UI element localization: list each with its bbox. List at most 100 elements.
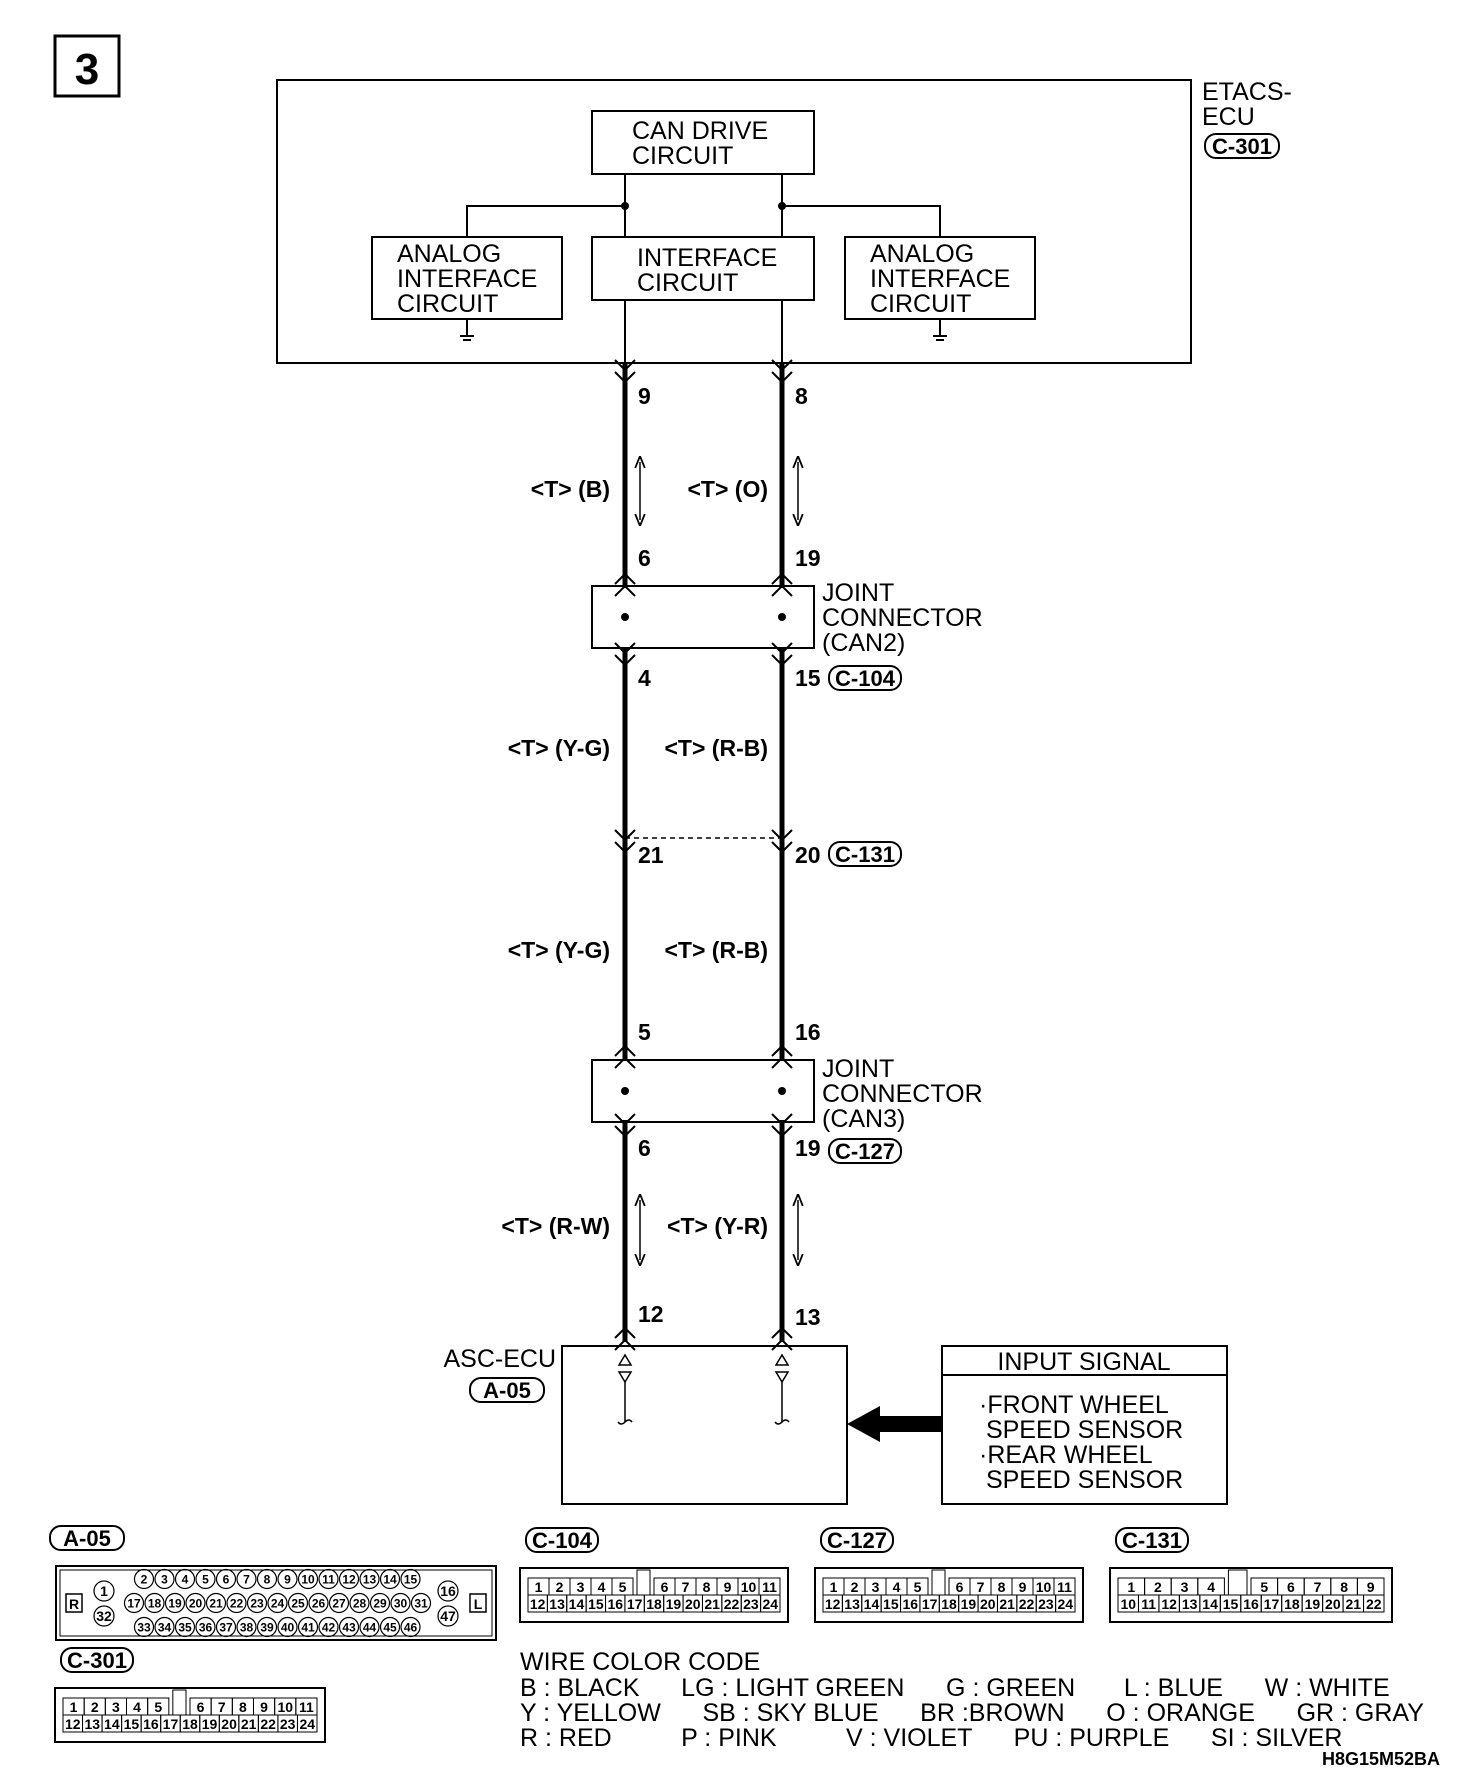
connector-pin: 26 xyxy=(312,1596,326,1610)
connector-pin: 15 xyxy=(588,1596,604,1612)
connector-pin: 3 xyxy=(1181,1579,1189,1595)
connector-pin: 14 xyxy=(569,1596,585,1612)
connector-side-marker: R xyxy=(69,1596,79,1612)
connector-pin: 17 xyxy=(627,1596,643,1612)
connector-pin: 5 xyxy=(202,1572,209,1586)
pin-j3-top-left: 5 xyxy=(638,1019,651,1045)
connector-pin: 14 xyxy=(864,1596,880,1612)
wire-s4-right: <T> (Y-R) xyxy=(667,1213,768,1239)
connector-pin: 44 xyxy=(363,1620,377,1634)
connector-pin: 9 xyxy=(1019,1579,1027,1595)
c104-tag: C-104 xyxy=(835,666,896,691)
connector-pin: 4 xyxy=(182,1572,189,1586)
connector-pin: 9 xyxy=(724,1579,732,1595)
pin-asc-left: 12 xyxy=(638,1301,664,1327)
connector-pin: 31 xyxy=(414,1596,428,1610)
connector-pin: 14 xyxy=(104,1716,120,1732)
connector-pin: 20 xyxy=(1325,1596,1341,1612)
connector-chevrons xyxy=(614,359,793,1351)
connector-pin: 16 xyxy=(143,1716,159,1732)
connector-title: C-131 xyxy=(1122,1528,1182,1553)
connector-pin: 4 xyxy=(598,1579,606,1595)
etacs-ecu-label: ETACS-ECU xyxy=(1202,78,1292,131)
connector-pin: 1 xyxy=(1127,1579,1135,1595)
connector-pin: 15 xyxy=(1223,1596,1239,1612)
connector-title: C-104 xyxy=(532,1528,593,1553)
connector-pin: 9 xyxy=(284,1572,291,1586)
connector-pin: 47 xyxy=(440,1608,456,1624)
connector-pin: 14 xyxy=(383,1572,397,1586)
connector-pin: 17 xyxy=(127,1596,141,1610)
connector-side-marker: L xyxy=(474,1596,483,1612)
connector-pin: 14 xyxy=(1202,1596,1218,1612)
connector-pin: 21 xyxy=(1346,1596,1362,1612)
connector-pin: 21 xyxy=(241,1716,257,1732)
wire-s3-right: <T> (R-B) xyxy=(665,937,769,963)
connector-pin: 7 xyxy=(218,1699,226,1715)
can-drive-circuit-box xyxy=(591,110,815,175)
connector-pin: 35 xyxy=(178,1620,192,1634)
connector-pin: 8 xyxy=(703,1579,711,1595)
etacs-connector-label: C-301 xyxy=(1212,134,1272,159)
connector-pin: 8 xyxy=(998,1579,1006,1595)
wire-s2-left: <T> (Y-G) xyxy=(508,735,610,761)
connector-pin: 23 xyxy=(280,1716,296,1732)
pin-etacs-left: 9 xyxy=(638,383,651,409)
connector-pin: 5 xyxy=(1260,1579,1268,1595)
connector-pin: 10 xyxy=(1120,1596,1136,1612)
connector-pin: 13 xyxy=(549,1596,565,1612)
connector-pin: 13 xyxy=(85,1716,101,1732)
connector-pin: 24 xyxy=(1058,1596,1074,1612)
connector-pin: 12 xyxy=(825,1596,841,1612)
connector-pin: 19 xyxy=(168,1596,182,1610)
connector-pin: 16 xyxy=(440,1583,456,1599)
connector-pin: 2 xyxy=(91,1699,99,1715)
connector-title: C-301 xyxy=(67,1648,127,1673)
wire-s3-left: <T> (Y-G) xyxy=(508,937,610,963)
connector-pin: 3 xyxy=(577,1579,585,1595)
pin-etacs-right: 8 xyxy=(795,383,808,409)
connector-pin: 4 xyxy=(893,1579,901,1595)
connector-pin: 12 xyxy=(530,1596,546,1612)
wire-s1-left: <T> (B) xyxy=(531,476,610,502)
input-signal-title: INPUT SIGNAL xyxy=(997,1348,1170,1376)
connector-pin: 7 xyxy=(243,1572,250,1586)
connector-pin: 13 xyxy=(844,1596,860,1612)
input-arrow-icon xyxy=(847,1406,942,1442)
asc-terminal-symbols xyxy=(617,1353,790,1425)
connector-pin: 27 xyxy=(332,1596,346,1610)
page-number: 3 xyxy=(75,45,99,94)
connector-pin: 16 xyxy=(607,1596,623,1612)
connector-pin: 11 xyxy=(322,1572,335,1586)
connector-pin: 42 xyxy=(322,1620,336,1634)
asc-ecu-block: ASC-ECU A-05 xyxy=(443,1345,942,1505)
connector-pin: 19 xyxy=(961,1596,977,1612)
connector-pin: 12 xyxy=(342,1572,356,1586)
pin-j2-bot-right: 15 xyxy=(795,665,821,691)
connector-pin: 24 xyxy=(763,1596,779,1612)
connector-pin: 15 xyxy=(124,1716,140,1732)
connector-pin: 34 xyxy=(158,1620,172,1634)
pin-c131-right: 20 xyxy=(795,842,821,868)
signal-direction-arrows xyxy=(640,462,798,1260)
input-signal-item-rear: ·REAR WHEEL SPEED SENSOR xyxy=(979,1441,1183,1494)
connector-pin: 18 xyxy=(941,1596,957,1612)
connector-pin: 24 xyxy=(271,1596,285,1610)
connector-pin: 16 xyxy=(902,1596,918,1612)
pin-j3-bot-left: 6 xyxy=(638,1135,651,1161)
connector-pin: 11 xyxy=(762,1579,777,1595)
connector-pin: 23 xyxy=(1038,1596,1054,1612)
connector-pin: 9 xyxy=(260,1699,268,1715)
connector-title: C-127 xyxy=(827,1528,887,1553)
connector-pin: 5 xyxy=(154,1699,162,1715)
connector-pin: 19 xyxy=(666,1596,682,1612)
connector-pin: 7 xyxy=(682,1579,690,1595)
connector-pin: 18 xyxy=(182,1716,198,1732)
connector-pin: 5 xyxy=(914,1579,922,1595)
connector-pin: 19 xyxy=(202,1716,218,1732)
